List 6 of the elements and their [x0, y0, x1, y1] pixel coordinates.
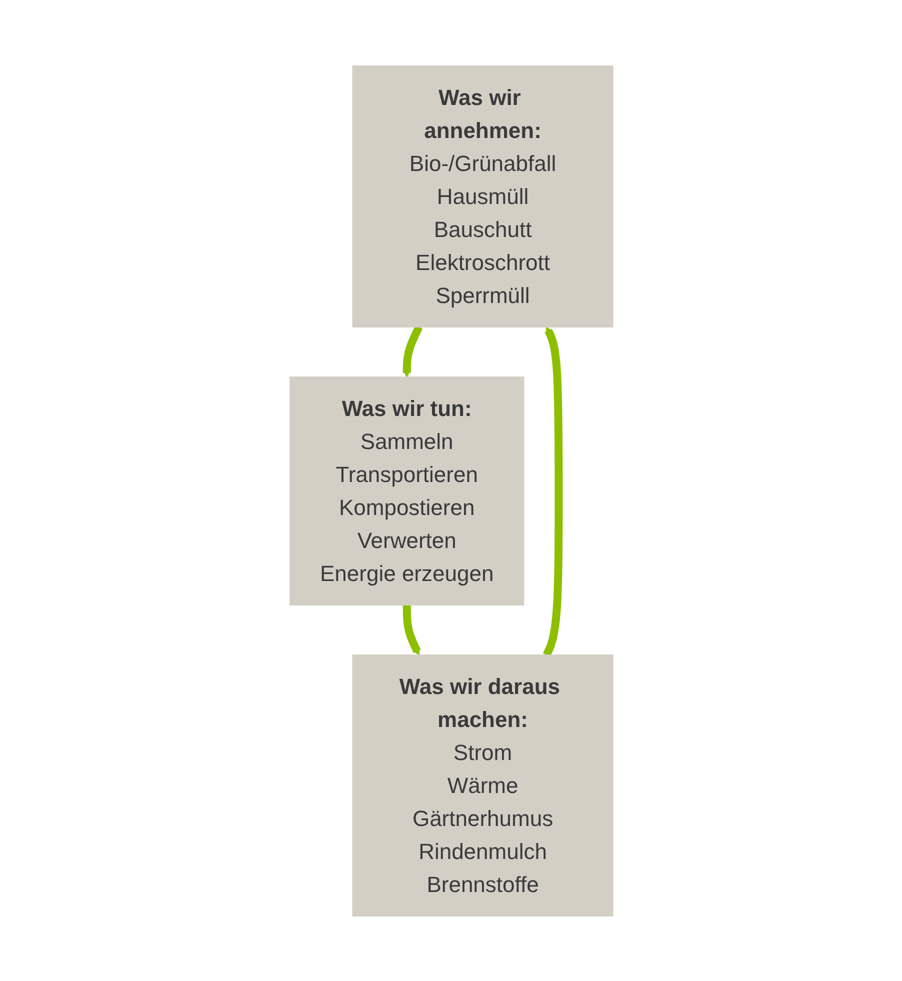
node-box: Was wir tun: Sammeln Transportieren Kompostieren Verwerten Energie erzeugen [289, 376, 524, 605]
node-box: Was wir annehmen: Bio-/Grünabfall Hausmüll Bauschutt Elektroschrott Sperrmüll [352, 65, 613, 327]
arrow [402, 604, 420, 655]
arrow [542, 326, 562, 656]
arrow [402, 324, 422, 377]
node-box: Was wir daraus machen: Strom Wärme Gärtnerhumus Rindenmulch Brennstoffe [352, 654, 613, 916]
